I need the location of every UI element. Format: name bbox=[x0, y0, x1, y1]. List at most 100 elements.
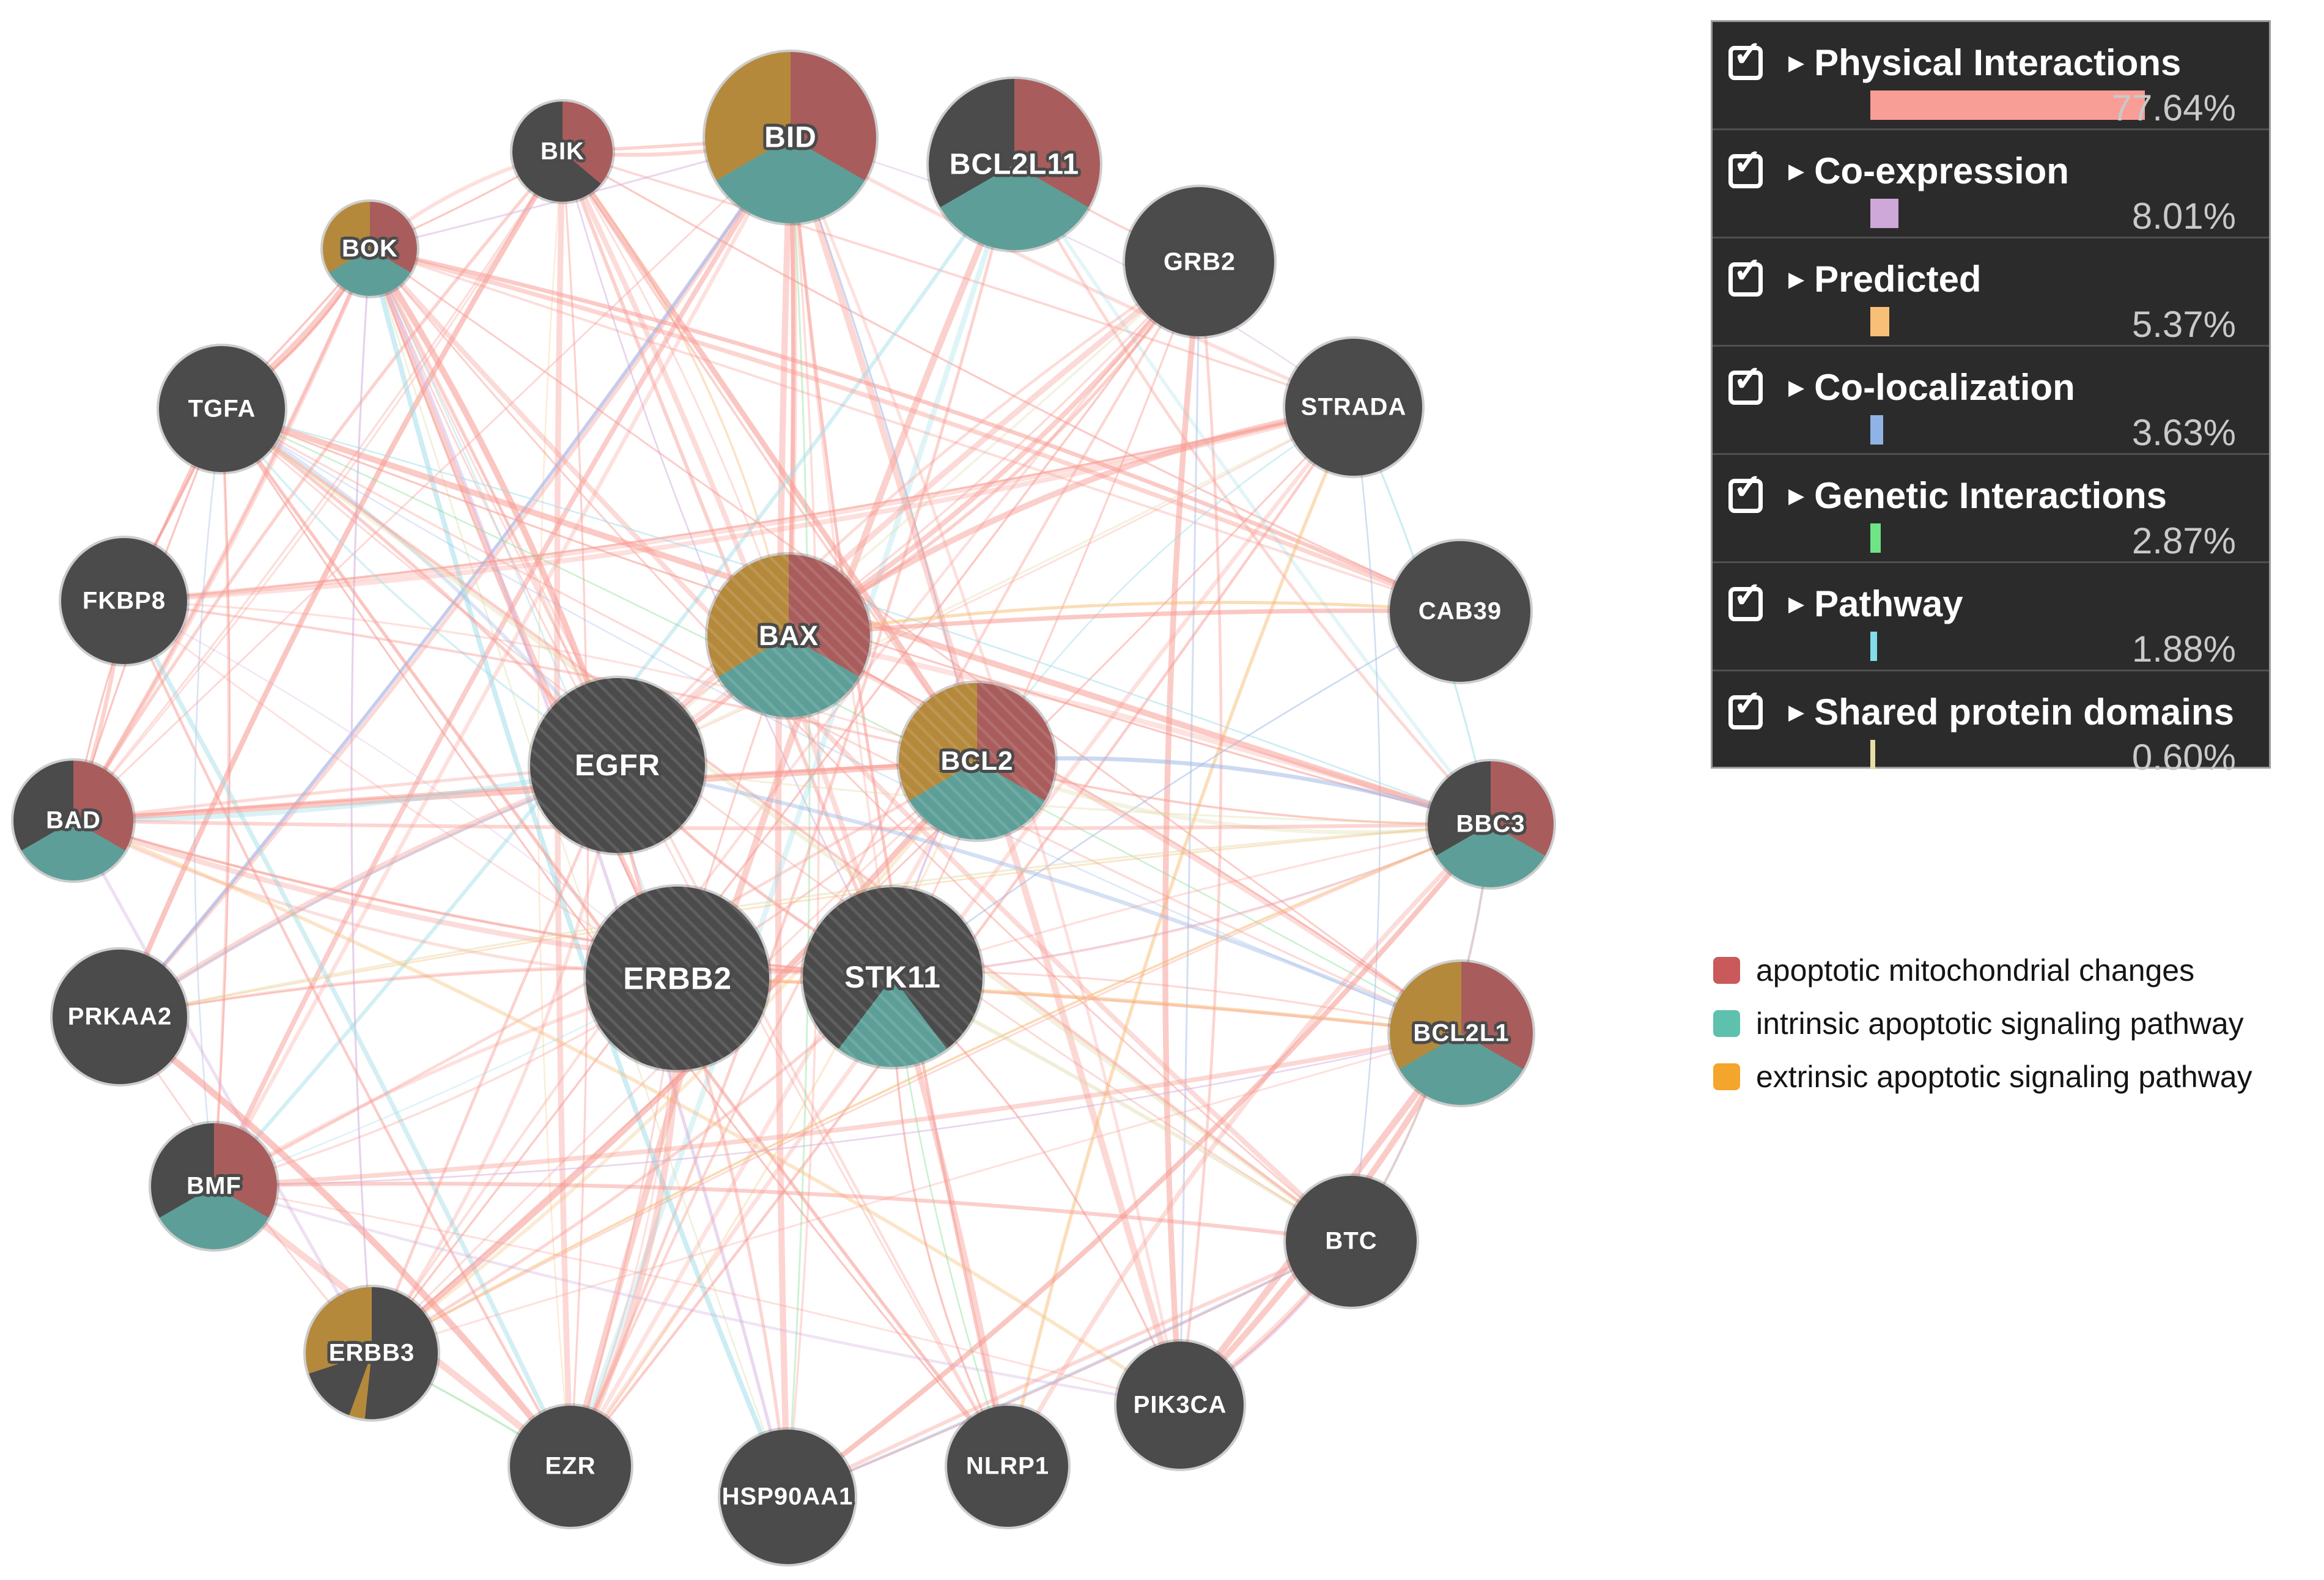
network-edge-physical bbox=[561, 150, 1355, 408]
query-gene-stripes bbox=[707, 555, 870, 717]
node-BID[interactable]: BID bbox=[705, 52, 876, 223]
node-BOK[interactable]: BOK bbox=[323, 202, 417, 296]
node-PRKAA2[interactable]: PRKAA2 bbox=[53, 950, 187, 1084]
node-ERBB3[interactable]: ERBB3 bbox=[306, 1287, 438, 1419]
node-label: BCL2L1 bbox=[1413, 1019, 1510, 1047]
network-edge-predicted bbox=[569, 760, 978, 1467]
node-label: BTC bbox=[1325, 1227, 1378, 1255]
network-edge-physical bbox=[370, 764, 619, 1355]
function-color-swatch bbox=[1713, 1063, 1740, 1090]
expand-arrow-icon[interactable]: ▶ bbox=[1788, 51, 1805, 75]
network-edge-colocalization bbox=[193, 408, 223, 1187]
node-BTC[interactable]: BTC bbox=[1286, 1176, 1417, 1307]
network-edge-predicted bbox=[371, 823, 1492, 1354]
expand-arrow-icon[interactable]: ▶ bbox=[1788, 375, 1805, 399]
network-edge-physical bbox=[1005, 822, 1493, 1469]
node-FKBP8[interactable]: FKBP8 bbox=[61, 538, 187, 664]
network-edge-physical bbox=[72, 819, 894, 978]
node-CAB39[interactable]: CAB39 bbox=[1390, 541, 1530, 682]
network-edge-physical bbox=[367, 246, 1463, 614]
checked-checkbox-icon[interactable]: ✓ bbox=[1728, 144, 1763, 188]
network-edge-physical bbox=[211, 135, 794, 1189]
network-edge-genetic bbox=[221, 408, 1463, 1035]
query-gene-stripes bbox=[530, 678, 705, 853]
network-edge-predicted bbox=[370, 759, 979, 1355]
network-edge-physical bbox=[789, 136, 1356, 409]
node-ERBB2[interactable]: ERBB2 bbox=[586, 887, 769, 1070]
node-STRADA[interactable]: STRADA bbox=[1285, 339, 1422, 476]
interaction-type-header: ✓▶Predicted bbox=[1728, 253, 1982, 300]
expand-arrow-icon[interactable]: ▶ bbox=[1788, 159, 1805, 183]
checked-checkbox-icon[interactable]: ✓ bbox=[1728, 685, 1763, 729]
checked-checkbox-icon[interactable]: ✓ bbox=[1728, 469, 1763, 513]
node-PIK3CA[interactable]: PIK3CA bbox=[1116, 1342, 1244, 1469]
node-HSP90AA1[interactable]: HSP90AA1 bbox=[720, 1430, 855, 1564]
expand-arrow-icon[interactable]: ▶ bbox=[1788, 267, 1805, 291]
checkmark-icon: ✓ bbox=[1733, 575, 1763, 615]
node-TGFA[interactable]: TGFA bbox=[159, 346, 285, 472]
network-edge-physical bbox=[72, 819, 1492, 831]
network-edge-physical bbox=[370, 764, 619, 1355]
network-edge-physical bbox=[370, 975, 895, 1355]
node-BCL2[interactable]: BCL2 bbox=[899, 683, 1055, 840]
node-GRB2[interactable]: GRB2 bbox=[1125, 187, 1274, 336]
checked-checkbox-icon[interactable]: ✓ bbox=[1728, 577, 1763, 621]
node-BCL2L1[interactable]: BCL2L1 bbox=[1390, 962, 1533, 1105]
network-edge-physical bbox=[221, 408, 1463, 1035]
node-label: FKBP8 bbox=[82, 587, 166, 615]
node-label: PRKAA2 bbox=[67, 1003, 172, 1030]
node-BAD[interactable]: BAD bbox=[13, 761, 133, 880]
network-edge-shared_domains bbox=[616, 764, 1492, 825]
network-edge-physical bbox=[122, 599, 572, 1468]
interaction-weight-bar bbox=[1870, 199, 1898, 228]
network-edge-physical bbox=[369, 248, 1352, 1242]
node-EGFR[interactable]: EGFR bbox=[530, 678, 705, 853]
node-BBC3[interactable]: BBC3 bbox=[1428, 761, 1554, 887]
node-label: BMF bbox=[186, 1172, 242, 1200]
interaction-weight-percent: 3.63% bbox=[2131, 412, 2236, 453]
node-BAX[interactable]: BAX bbox=[707, 555, 870, 717]
network-edge-physical bbox=[72, 247, 372, 822]
network-edge-colocalization bbox=[1179, 260, 1201, 1406]
interaction-weight-bar bbox=[1870, 632, 1877, 661]
node-BCL2L11[interactable]: BCL2L11 bbox=[929, 79, 1100, 250]
network-edge-physical bbox=[561, 150, 1461, 613]
network-edge-physical bbox=[786, 633, 1494, 827]
node-label: ERBB2 bbox=[623, 961, 732, 996]
network-edge-physical bbox=[786, 136, 820, 1498]
network-edge-physical bbox=[121, 404, 1357, 604]
node-BIK[interactable]: BIK bbox=[512, 102, 613, 202]
expand-arrow-icon[interactable]: ▶ bbox=[1788, 700, 1805, 724]
interaction-type-header: ✓▶Co-localization bbox=[1728, 361, 2075, 408]
network-edge-physical bbox=[891, 823, 1492, 978]
network-edge-predicted bbox=[1006, 405, 1356, 1468]
network-edge-physical bbox=[119, 967, 894, 1018]
checked-checkbox-icon[interactable]: ✓ bbox=[1728, 36, 1763, 80]
interaction-weight-percent: 1.88% bbox=[2131, 629, 2236, 670]
network-edge-physical bbox=[369, 248, 1009, 1467]
network-edge-physical bbox=[72, 150, 564, 822]
checked-checkbox-icon[interactable]: ✓ bbox=[1728, 253, 1763, 297]
expand-arrow-icon[interactable]: ▶ bbox=[1788, 592, 1805, 616]
network-edge-physical bbox=[121, 404, 1357, 604]
network-edge-physical bbox=[891, 260, 1201, 978]
interaction-weight-bar bbox=[1870, 415, 1883, 445]
node-NLRP1[interactable]: NLRP1 bbox=[947, 1406, 1068, 1527]
network-edge-physical bbox=[775, 134, 794, 1501]
network-edge-physical bbox=[117, 135, 793, 1019]
checked-checkbox-icon[interactable]: ✓ bbox=[1728, 361, 1763, 405]
network-edge-physical bbox=[72, 819, 679, 980]
function-color-swatch bbox=[1713, 1010, 1740, 1037]
network-edge-predicted bbox=[72, 819, 1182, 1407]
node-label: HSP90AA1 bbox=[721, 1483, 854, 1510]
function-legend-label: apoptotic mitochondrial changes bbox=[1756, 953, 2195, 987]
node-STK11[interactable]: STK11 bbox=[803, 887, 983, 1067]
node-EZR[interactable]: EZR bbox=[510, 1406, 631, 1527]
network-edge-physical bbox=[616, 260, 1201, 767]
checkmark-icon: ✓ bbox=[1733, 467, 1763, 507]
expand-arrow-icon[interactable]: ▶ bbox=[1788, 484, 1805, 508]
node-BMF[interactable]: BMF bbox=[151, 1123, 277, 1249]
